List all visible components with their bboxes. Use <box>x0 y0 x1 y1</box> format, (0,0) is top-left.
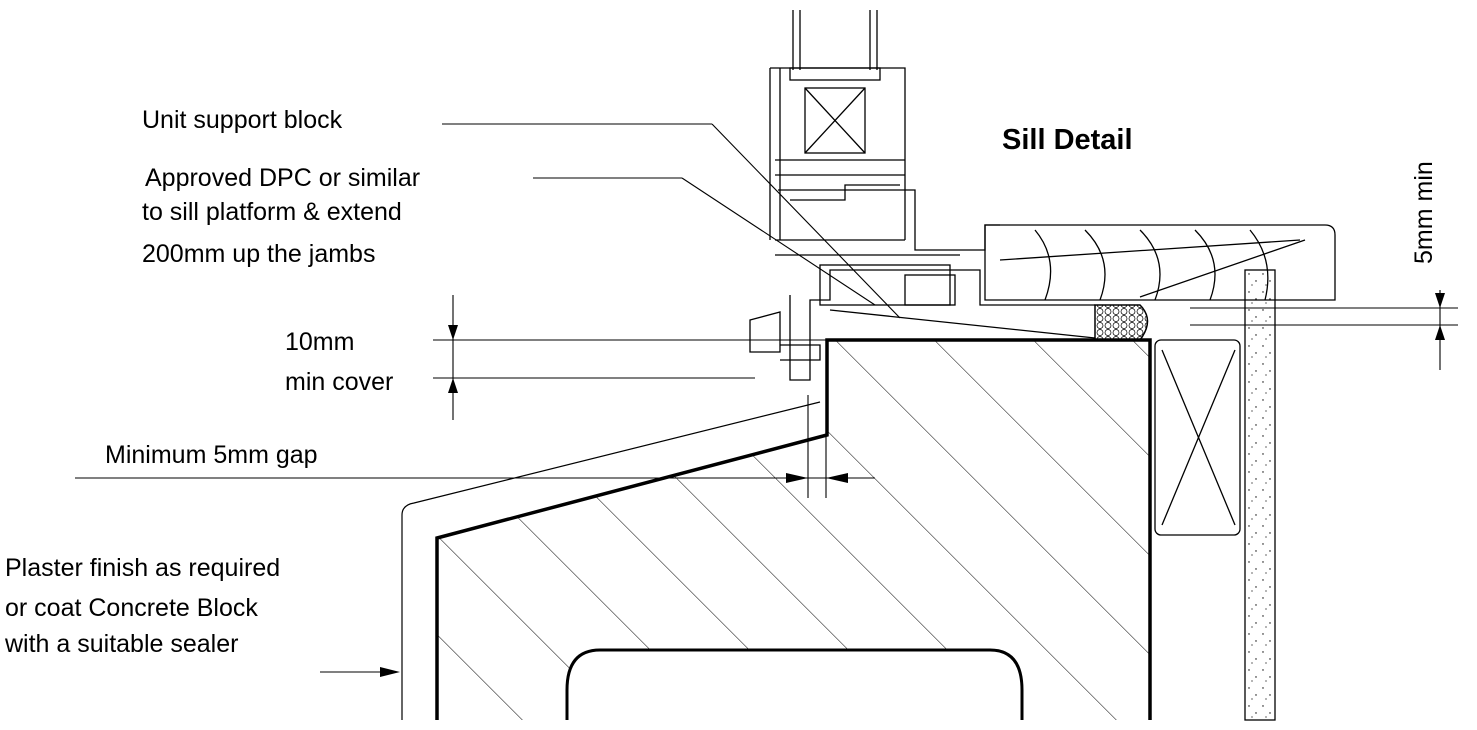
label-cover-line2: min cover <box>285 368 394 396</box>
label-plaster-line1: Plaster finish as required <box>5 554 281 582</box>
label-cover-line1: 10mm <box>285 328 355 356</box>
label-dpc-line2: to sill platform & extend <box>142 198 402 226</box>
arrows <box>380 293 1445 677</box>
dpc-line <box>829 309 1096 339</box>
label-5mm-min: 5mm min <box>1410 161 1438 264</box>
drawing-title: Sill Detail <box>1002 124 1133 156</box>
label-plaster-line2: or coat Concrete Block <box>5 594 258 622</box>
label-dpc-line1: Approved DPC or similar <box>145 164 421 192</box>
insulation-strip <box>1244 269 1276 721</box>
label-unit-support-block: Unit support block <box>142 106 343 134</box>
concrete-block <box>435 338 1152 720</box>
label-plaster-line3: with a suitable sealer <box>5 630 239 658</box>
plaster-outline <box>401 401 821 720</box>
timber-bearer <box>1154 339 1241 536</box>
window-frame <box>749 10 1095 381</box>
timber-sill <box>984 224 1336 301</box>
label-gap: Minimum 5mm gap <box>105 441 318 469</box>
support-packer <box>1094 304 1149 341</box>
leaders <box>75 123 1458 673</box>
block-void <box>565 648 1024 720</box>
label-dpc-line3: 200mm up the jambs <box>142 240 376 268</box>
